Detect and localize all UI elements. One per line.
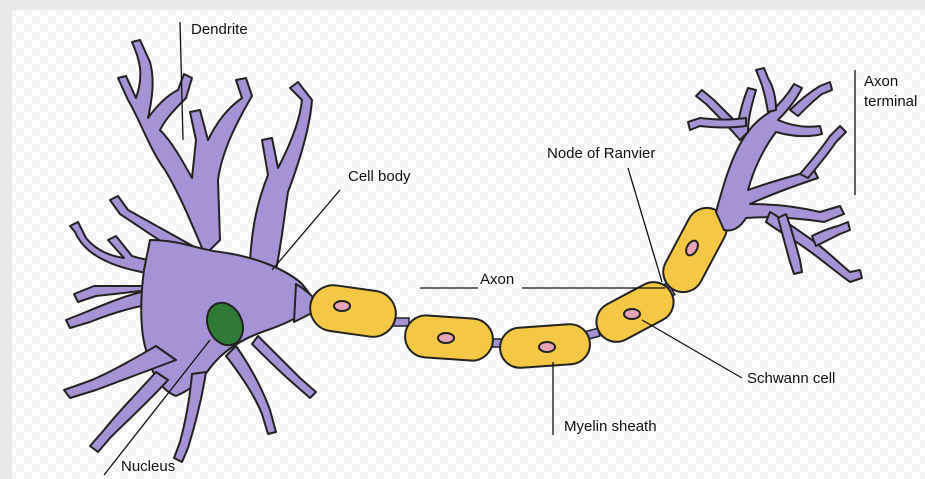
schwann-nucleus xyxy=(334,301,350,311)
label-cell-body: Cell body xyxy=(348,168,411,185)
label-dendrite: Dendrite xyxy=(191,21,248,38)
schwann-cell-3 xyxy=(499,323,592,369)
schwann-nucleus xyxy=(539,342,555,352)
schwann-nucleus xyxy=(624,309,640,319)
label-schwann-cell: Schwann cell xyxy=(747,370,835,387)
label-axon: Axon xyxy=(480,271,514,288)
schwann-cell-2 xyxy=(404,314,495,362)
label-myelin-sheath: Myelin sheath xyxy=(564,418,657,435)
label-axon-terminal-line1: Axon xyxy=(864,73,898,90)
label-nucleus: Nucleus xyxy=(121,458,175,475)
label-node-of-ranvier: Node of Ranvier xyxy=(547,145,655,162)
schwann-nucleus xyxy=(438,333,454,343)
label-axon-terminal-line2: terminal xyxy=(864,93,917,110)
